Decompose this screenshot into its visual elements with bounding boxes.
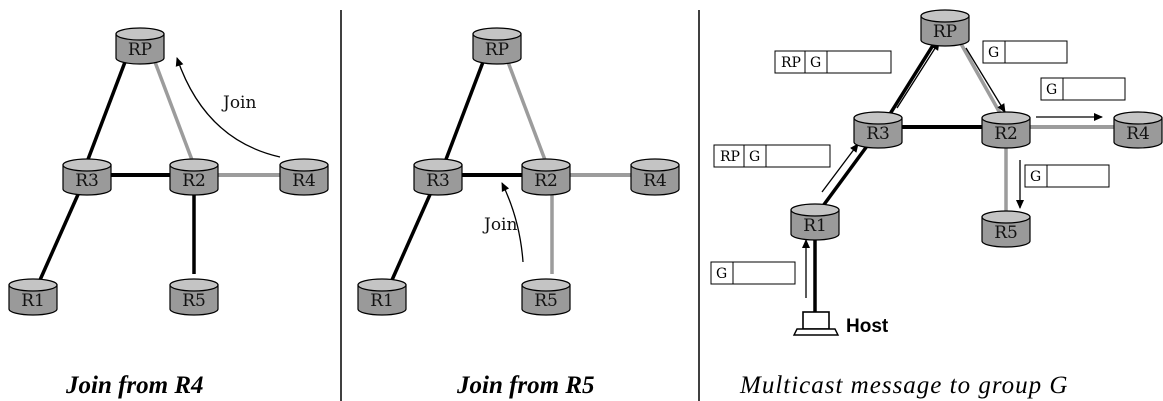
laptop-icon — [792, 311, 840, 336]
router-label: R5 — [182, 291, 206, 311]
svg-text:G: G — [749, 149, 760, 165]
packet-g-r2-to-r5: G — [1024, 164, 1110, 188]
edge-rp-r3 — [85, 61, 127, 163]
router-r4: R4 — [279, 158, 329, 196]
router-rp: RP — [472, 27, 522, 65]
svg-text:G: G — [716, 266, 727, 282]
panel-join-from-r5: Join Join from R5 — [390, 61, 632, 399]
svg-text:RP: RP — [781, 55, 801, 71]
router-r2: R2 — [981, 111, 1031, 149]
router-label: RP — [128, 40, 152, 60]
router-label: RP — [485, 40, 509, 60]
edge-rp-r2 — [506, 61, 547, 161]
edge-rp-r2 — [153, 61, 194, 161]
packet-g-r2-to-r4: G — [1040, 77, 1126, 101]
router-label: R5 — [994, 223, 1018, 243]
router-label: R1 — [803, 216, 827, 236]
panel-multicast-to-group-g: RP G G G RP G G G — [710, 40, 1126, 399]
svg-text:G: G — [988, 45, 999, 61]
router-r3: R3 — [413, 158, 463, 196]
caption-multicast-to-group-g: Multicast message to group G — [739, 372, 1068, 399]
svg-text:G: G — [810, 55, 821, 71]
router-r2: R2 — [169, 158, 219, 196]
router-label: R2 — [994, 124, 1018, 144]
router-label: R1 — [21, 291, 45, 311]
router-label: R3 — [75, 171, 99, 191]
router-r5: R5 — [521, 278, 571, 316]
join-arrow — [175, 57, 281, 158]
panel-join-from-r4: Join Join from R4 — [38, 57, 281, 399]
router-r1: R1 — [8, 278, 58, 316]
router-r4: R4 — [630, 158, 680, 196]
flow-arrow-rp-r2 — [965, 47, 1006, 113]
host-label: Host — [846, 316, 889, 337]
packet-rp-g-r1-to-r3: RP G — [713, 144, 831, 168]
router-label: R4 — [292, 171, 316, 191]
router-label: RP — [933, 22, 957, 42]
router-r1: R1 — [357, 278, 407, 316]
caption-join-from-r5: Join from R5 — [456, 372, 595, 399]
edge-rp-r3 — [443, 61, 485, 163]
router-label: R3 — [866, 124, 890, 144]
router-label: R2 — [534, 171, 558, 191]
router-r5: R5 — [981, 210, 1031, 248]
router-r3: R3 — [853, 111, 903, 149]
join-label: Join — [482, 215, 517, 235]
router-label: R5 — [534, 291, 558, 311]
router-r5: R5 — [169, 278, 219, 316]
svg-text:RP: RP — [720, 149, 740, 165]
router-r2: R2 — [521, 158, 571, 196]
join-arrow — [501, 182, 524, 263]
svg-text:G: G — [1046, 82, 1057, 98]
router-r3: R3 — [62, 158, 112, 196]
packet-g-rp-to-r2: G — [982, 40, 1068, 64]
flow-arrow-r1-r3 — [821, 143, 859, 193]
router-r4: R4 — [1113, 111, 1163, 149]
router-label: R4 — [1126, 124, 1150, 144]
edge-rp-r3 — [883, 41, 937, 123]
packet-rp-g-top: RP G — [774, 50, 892, 74]
svg-text:G: G — [1030, 169, 1041, 185]
packet-g-host-to-r1: G — [710, 261, 796, 285]
router-label: R2 — [182, 171, 206, 191]
edge-r3-r1 — [390, 189, 434, 281]
flow-arrow-r3-rp — [896, 41, 940, 109]
edge-r3-r1 — [818, 140, 872, 212]
router-r1: R1 — [790, 203, 840, 241]
router-label: R1 — [370, 291, 394, 311]
edge-r3-r1 — [38, 189, 82, 281]
router-label: R3 — [426, 171, 450, 191]
caption-join-from-r4: Join from R4 — [65, 372, 204, 399]
router-rp: RP — [920, 9, 970, 47]
join-label: Join — [221, 93, 256, 113]
router-rp: RP — [115, 27, 165, 65]
router-label: R4 — [643, 171, 667, 191]
